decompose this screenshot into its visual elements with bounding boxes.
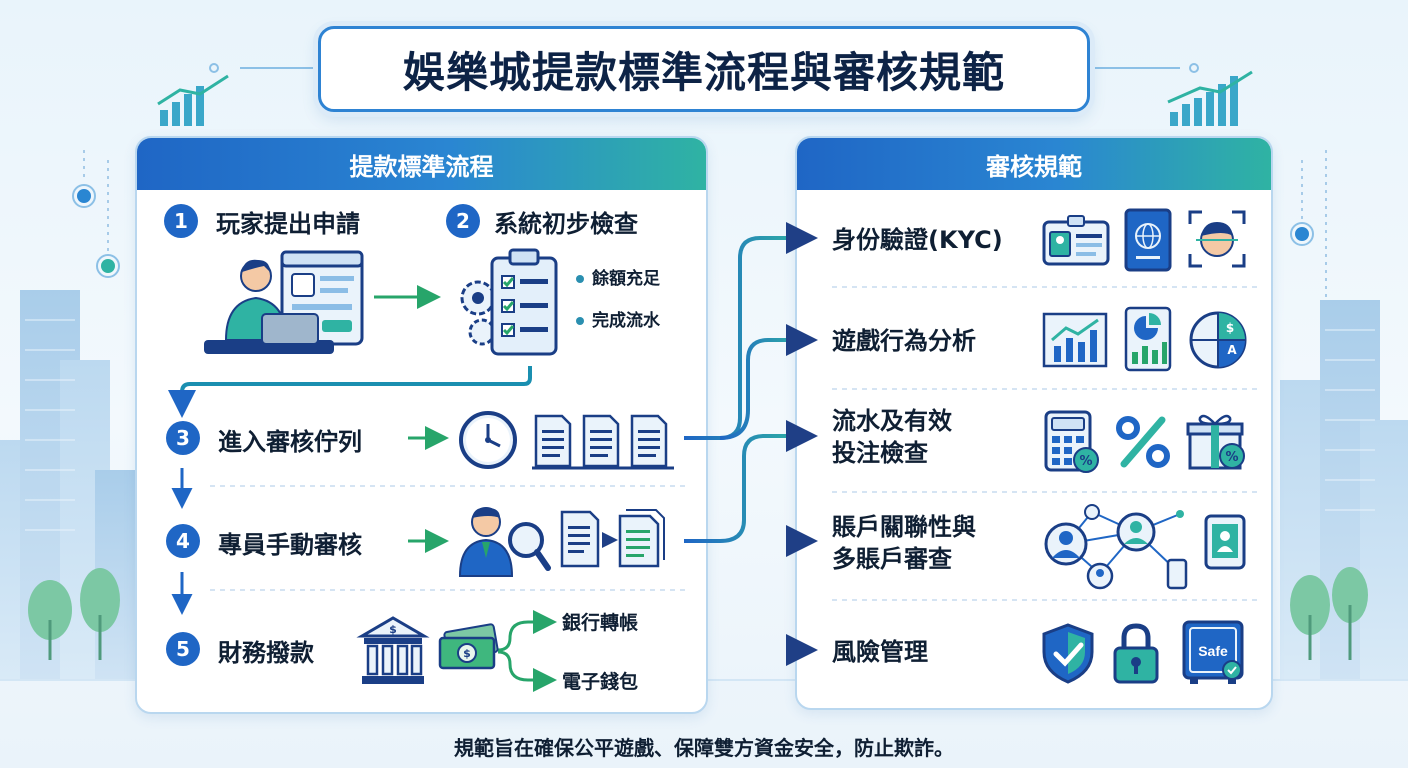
shield-check-icon (1042, 623, 1094, 684)
step-2-label: 系統初步檢查 (494, 210, 638, 238)
rule-turnover-line-2: 投注檢查 (832, 439, 928, 468)
footer-note: 規範旨在確保公平遊戲、保障雙方資金安全，防止欺詐。 (454, 736, 954, 760)
player-laptop-icon (204, 250, 364, 354)
payout-bank-transfer: 銀行轉帳 (562, 612, 639, 634)
cash-icon: $ (438, 623, 499, 670)
svg-text:$: $ (389, 623, 397, 636)
percent-icon (1116, 416, 1170, 468)
id-card-icon (1042, 215, 1110, 266)
rule-accounts-label: 賬戶關聯性與 多賬戶審查 (832, 511, 976, 576)
step-1-number: 1 (164, 204, 198, 238)
rule-turnover-line-1: 流水及有效 (832, 407, 952, 435)
step-5-number: 5 (166, 632, 200, 666)
face-scan-icon (1188, 210, 1246, 268)
svg-text:%: % (1079, 454, 1092, 469)
bar-chart-icon (1042, 312, 1108, 368)
step-3-label: 進入審核佇列 (218, 428, 362, 456)
svg-text:$: $ (463, 647, 471, 660)
check-item-turnover-text: 完成流水 (592, 311, 660, 331)
rule-behavior-label: 遊戲行為分析 (832, 327, 976, 355)
bullet-dot (576, 275, 584, 283)
network-icon (1044, 504, 1188, 590)
gift-icon: % (1186, 414, 1245, 470)
step-3-number: 3 (166, 421, 200, 455)
svg-text:$: $ (1226, 321, 1234, 335)
safe-icon: Safe (1182, 620, 1244, 684)
step-1-label: 玩家提出申請 (216, 210, 360, 238)
currency-pie-icon: $ A (1189, 311, 1247, 369)
page-title: 娛樂城提款標準流程與審核規範 (402, 47, 1005, 97)
payout-ewallet: 電子錢包 (562, 671, 639, 693)
rule-risk-label: 風險管理 (832, 638, 928, 666)
rule-accounts-line-2: 多賬戶審查 (832, 545, 952, 574)
rule-turnover-label: 流水及有效 投注檢查 (832, 405, 952, 470)
step-5-label: 財務撥款 (218, 639, 314, 667)
svg-text:A: A (1227, 343, 1237, 357)
title-box: 娛樂城提款標準流程與審核規範 (318, 26, 1090, 112)
padlock-icon (1113, 623, 1159, 684)
svg-text:%: % (1225, 450, 1238, 465)
step-4-label: 專員手動審核 (218, 531, 362, 559)
document-queue-icon (532, 414, 674, 470)
check-item-turnover: 完成流水 (576, 306, 660, 331)
passport-icon (1124, 208, 1172, 272)
check-item-balance: 餘額充足 (576, 264, 660, 289)
withdrawal-process-header: 提款標準流程 (137, 138, 706, 190)
phone-icon (1204, 514, 1246, 570)
agent-magnifier-icon (458, 507, 551, 577)
check-item-balance-text: 餘額充足 (592, 269, 660, 289)
document-compare-icon (560, 509, 665, 568)
bank-icon: $ (356, 616, 430, 684)
safe-label: Safe (1198, 643, 1228, 659)
calculator-icon: % (1044, 410, 1099, 473)
review-rules-header: 審核規範 (797, 138, 1271, 190)
step-4-number: 4 (166, 524, 200, 558)
rule-kyc-label: 身份驗證(KYC) (832, 226, 1003, 254)
bullet-dot (576, 317, 584, 325)
report-icon (1124, 306, 1172, 372)
system-check-clipboard-icon (460, 248, 558, 356)
step-2-number: 2 (446, 204, 480, 238)
rule-accounts-line-1: 賬戶關聯性與 (832, 513, 976, 541)
clock-icon (459, 411, 517, 469)
